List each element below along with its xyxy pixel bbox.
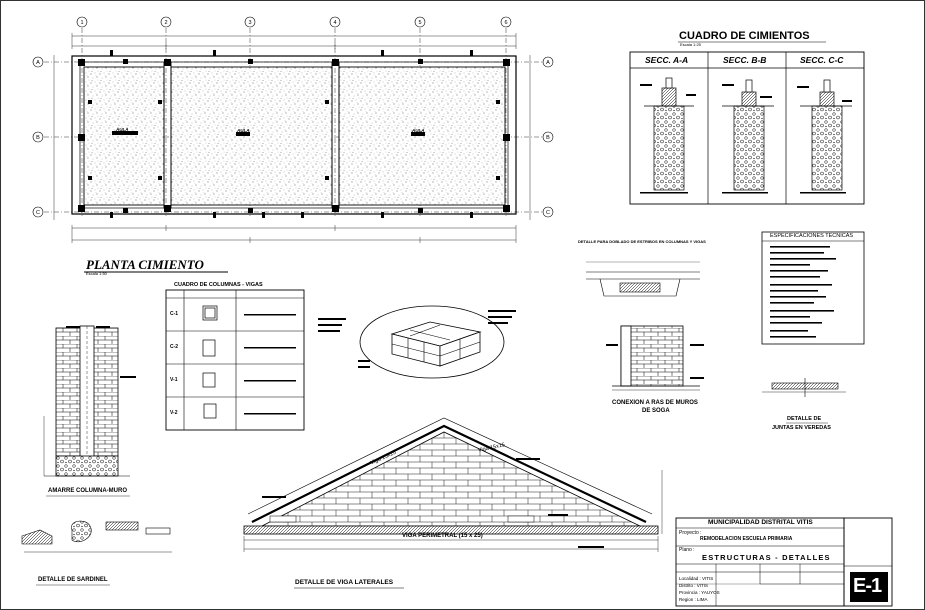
title-block-provincia: Provincia : YAUYOS bbox=[679, 590, 720, 595]
plan-columns bbox=[78, 50, 510, 218]
conexion-label-2: DE SOGA bbox=[642, 408, 670, 414]
svg-text:A: A bbox=[546, 60, 550, 66]
spec-text-line bbox=[770, 302, 814, 304]
plan-title: PLANTA CIMIENTO bbox=[86, 257, 204, 272]
columns-table-title: CUADRO DE COLUMNAS - VIGAS bbox=[174, 282, 263, 288]
room-slab-2 bbox=[170, 66, 333, 206]
spec-text-line bbox=[770, 330, 808, 332]
svg-text:4: 4 bbox=[333, 20, 336, 26]
cuadro-cimientos bbox=[629, 41, 865, 205]
conexion-label-1: CONEXION A RAS DE MUROS bbox=[612, 400, 698, 406]
juntas-label-1: DETALLE DE bbox=[787, 416, 822, 422]
title-block-owner: MUNICIPALIDAD DISTRITAL VITIS bbox=[708, 519, 813, 526]
columns-row-c1: C-1 bbox=[170, 311, 179, 317]
spec-text-line bbox=[770, 290, 818, 292]
svg-text:C: C bbox=[546, 210, 550, 216]
title-block-plano: ESTRUCTURAS - DETALLES bbox=[702, 553, 831, 562]
svg-text:B: B bbox=[36, 135, 40, 141]
svg-text:A: A bbox=[36, 60, 40, 66]
title-block-sheet-number: E-1 bbox=[853, 575, 882, 597]
grid-bubble-row-c: C bbox=[32, 206, 44, 218]
grid-bubble-row-b-right: B bbox=[542, 131, 554, 143]
brick-bond-detail bbox=[318, 305, 516, 379]
sidewalk-joint-detail bbox=[762, 378, 846, 424]
viga-perimetral-label: VIGA PERIMETRAL (15 x 25) bbox=[402, 533, 483, 539]
grid-bubble-col-5: 5 bbox=[414, 16, 426, 28]
title-block-localidad: Localidad : VITIS bbox=[679, 576, 714, 581]
spec-text-line bbox=[770, 316, 810, 318]
svg-text:1: 1 bbox=[80, 20, 83, 26]
room-label-marks bbox=[112, 131, 425, 136]
section-a-label: SECC. A-A bbox=[645, 55, 689, 65]
svg-text:2: 2 bbox=[164, 20, 167, 26]
grid-bubble-col-3: 3 bbox=[244, 16, 256, 28]
amarre-label: AMARRE COLUMNA-MURO bbox=[48, 488, 127, 494]
svg-text:5: 5 bbox=[418, 20, 421, 26]
sardinel-label: DETALLE DE SARDINEL bbox=[38, 577, 108, 583]
spec-text-line bbox=[770, 276, 820, 278]
columns-row-c2: C-2 bbox=[170, 344, 179, 350]
specs-title: ESPECIFICACIONES TECNICAS bbox=[770, 233, 854, 239]
svg-text:B: B bbox=[546, 135, 550, 141]
cuadro-cimientos-scale: Escala 1:25 bbox=[680, 42, 701, 47]
title-block-project-label: Proyecto : bbox=[679, 530, 702, 536]
grid-bubble-row-a-right: A bbox=[542, 56, 554, 68]
juntas-label-2: JUNTAS EN VEREDAS bbox=[772, 425, 831, 431]
room-label-1: AULA bbox=[116, 127, 129, 132]
grid-bubble-col-1: 1 bbox=[76, 16, 88, 28]
columns-row-v1: V-1 bbox=[170, 377, 178, 383]
spec-text-line bbox=[770, 296, 826, 298]
svg-text:C: C bbox=[36, 210, 40, 216]
curb-detail bbox=[21, 520, 172, 586]
spec-text-line bbox=[770, 322, 822, 324]
svg-text:3: 3 bbox=[248, 20, 251, 26]
spec-text-line bbox=[770, 246, 830, 248]
grid-bubble-row-a: A bbox=[32, 56, 44, 68]
grid-row-bubbles: A A B B C C bbox=[32, 56, 554, 218]
plan-scale: Escala 1:50 bbox=[86, 271, 107, 276]
spec-text-line bbox=[770, 284, 832, 286]
wall-connection-detail bbox=[606, 325, 704, 391]
title-block-distrito: Distrito : VITIS bbox=[679, 583, 709, 588]
grid-bubble-row-b: B bbox=[32, 131, 44, 143]
column-wall-tie-detail bbox=[43, 325, 136, 497]
room-label-3: AULA bbox=[412, 128, 425, 133]
room-slab-1 bbox=[83, 66, 165, 206]
spec-text-line bbox=[770, 310, 834, 312]
title-block-region: Region : LIMA bbox=[679, 597, 708, 602]
spec-text-line bbox=[770, 270, 828, 272]
room-label-2: AULA bbox=[237, 128, 250, 133]
stirrup-detail-title: DETALLE PARA DOBLADO DE ESTRIBOS EN COLU… bbox=[578, 239, 706, 244]
title-block bbox=[675, 517, 893, 607]
cuadro-cimientos-title: CUADRO DE CIMIENTOS bbox=[679, 30, 810, 42]
spec-text-line bbox=[770, 258, 836, 260]
grid-bubble-col-6: 6 bbox=[500, 16, 512, 28]
viga-lateral-title: DETALLE DE VIGA LATERALES bbox=[295, 579, 394, 586]
gable-beam-detail bbox=[243, 417, 663, 589]
grid-bubble-row-c-right: C bbox=[542, 206, 554, 218]
spec-text-line bbox=[770, 336, 816, 338]
spec-text-line bbox=[770, 252, 824, 254]
title-block-project: REMODELACION ESCUELA PRIMARIA bbox=[700, 536, 793, 542]
section-b-label: SECC. B-B bbox=[723, 55, 767, 65]
specifications-block bbox=[761, 231, 865, 345]
grid-column-bubbles: 1 2 3 4 5 6 bbox=[76, 16, 512, 28]
spec-text-line bbox=[770, 264, 810, 266]
columns-row-v2: V-2 bbox=[170, 410, 178, 416]
foundation-plan: 1 2 3 4 5 6 A A B B C C bbox=[32, 16, 554, 273]
svg-text:6: 6 bbox=[504, 20, 507, 26]
columns-beams-table bbox=[165, 289, 305, 431]
grid-bubble-col-2: 2 bbox=[160, 16, 172, 28]
section-c-label: SECC. C-C bbox=[800, 55, 844, 65]
stirrup-detail bbox=[586, 261, 700, 297]
grid-bubble-col-4: 4 bbox=[329, 16, 341, 28]
title-block-plano-label: Plano : bbox=[679, 547, 695, 553]
